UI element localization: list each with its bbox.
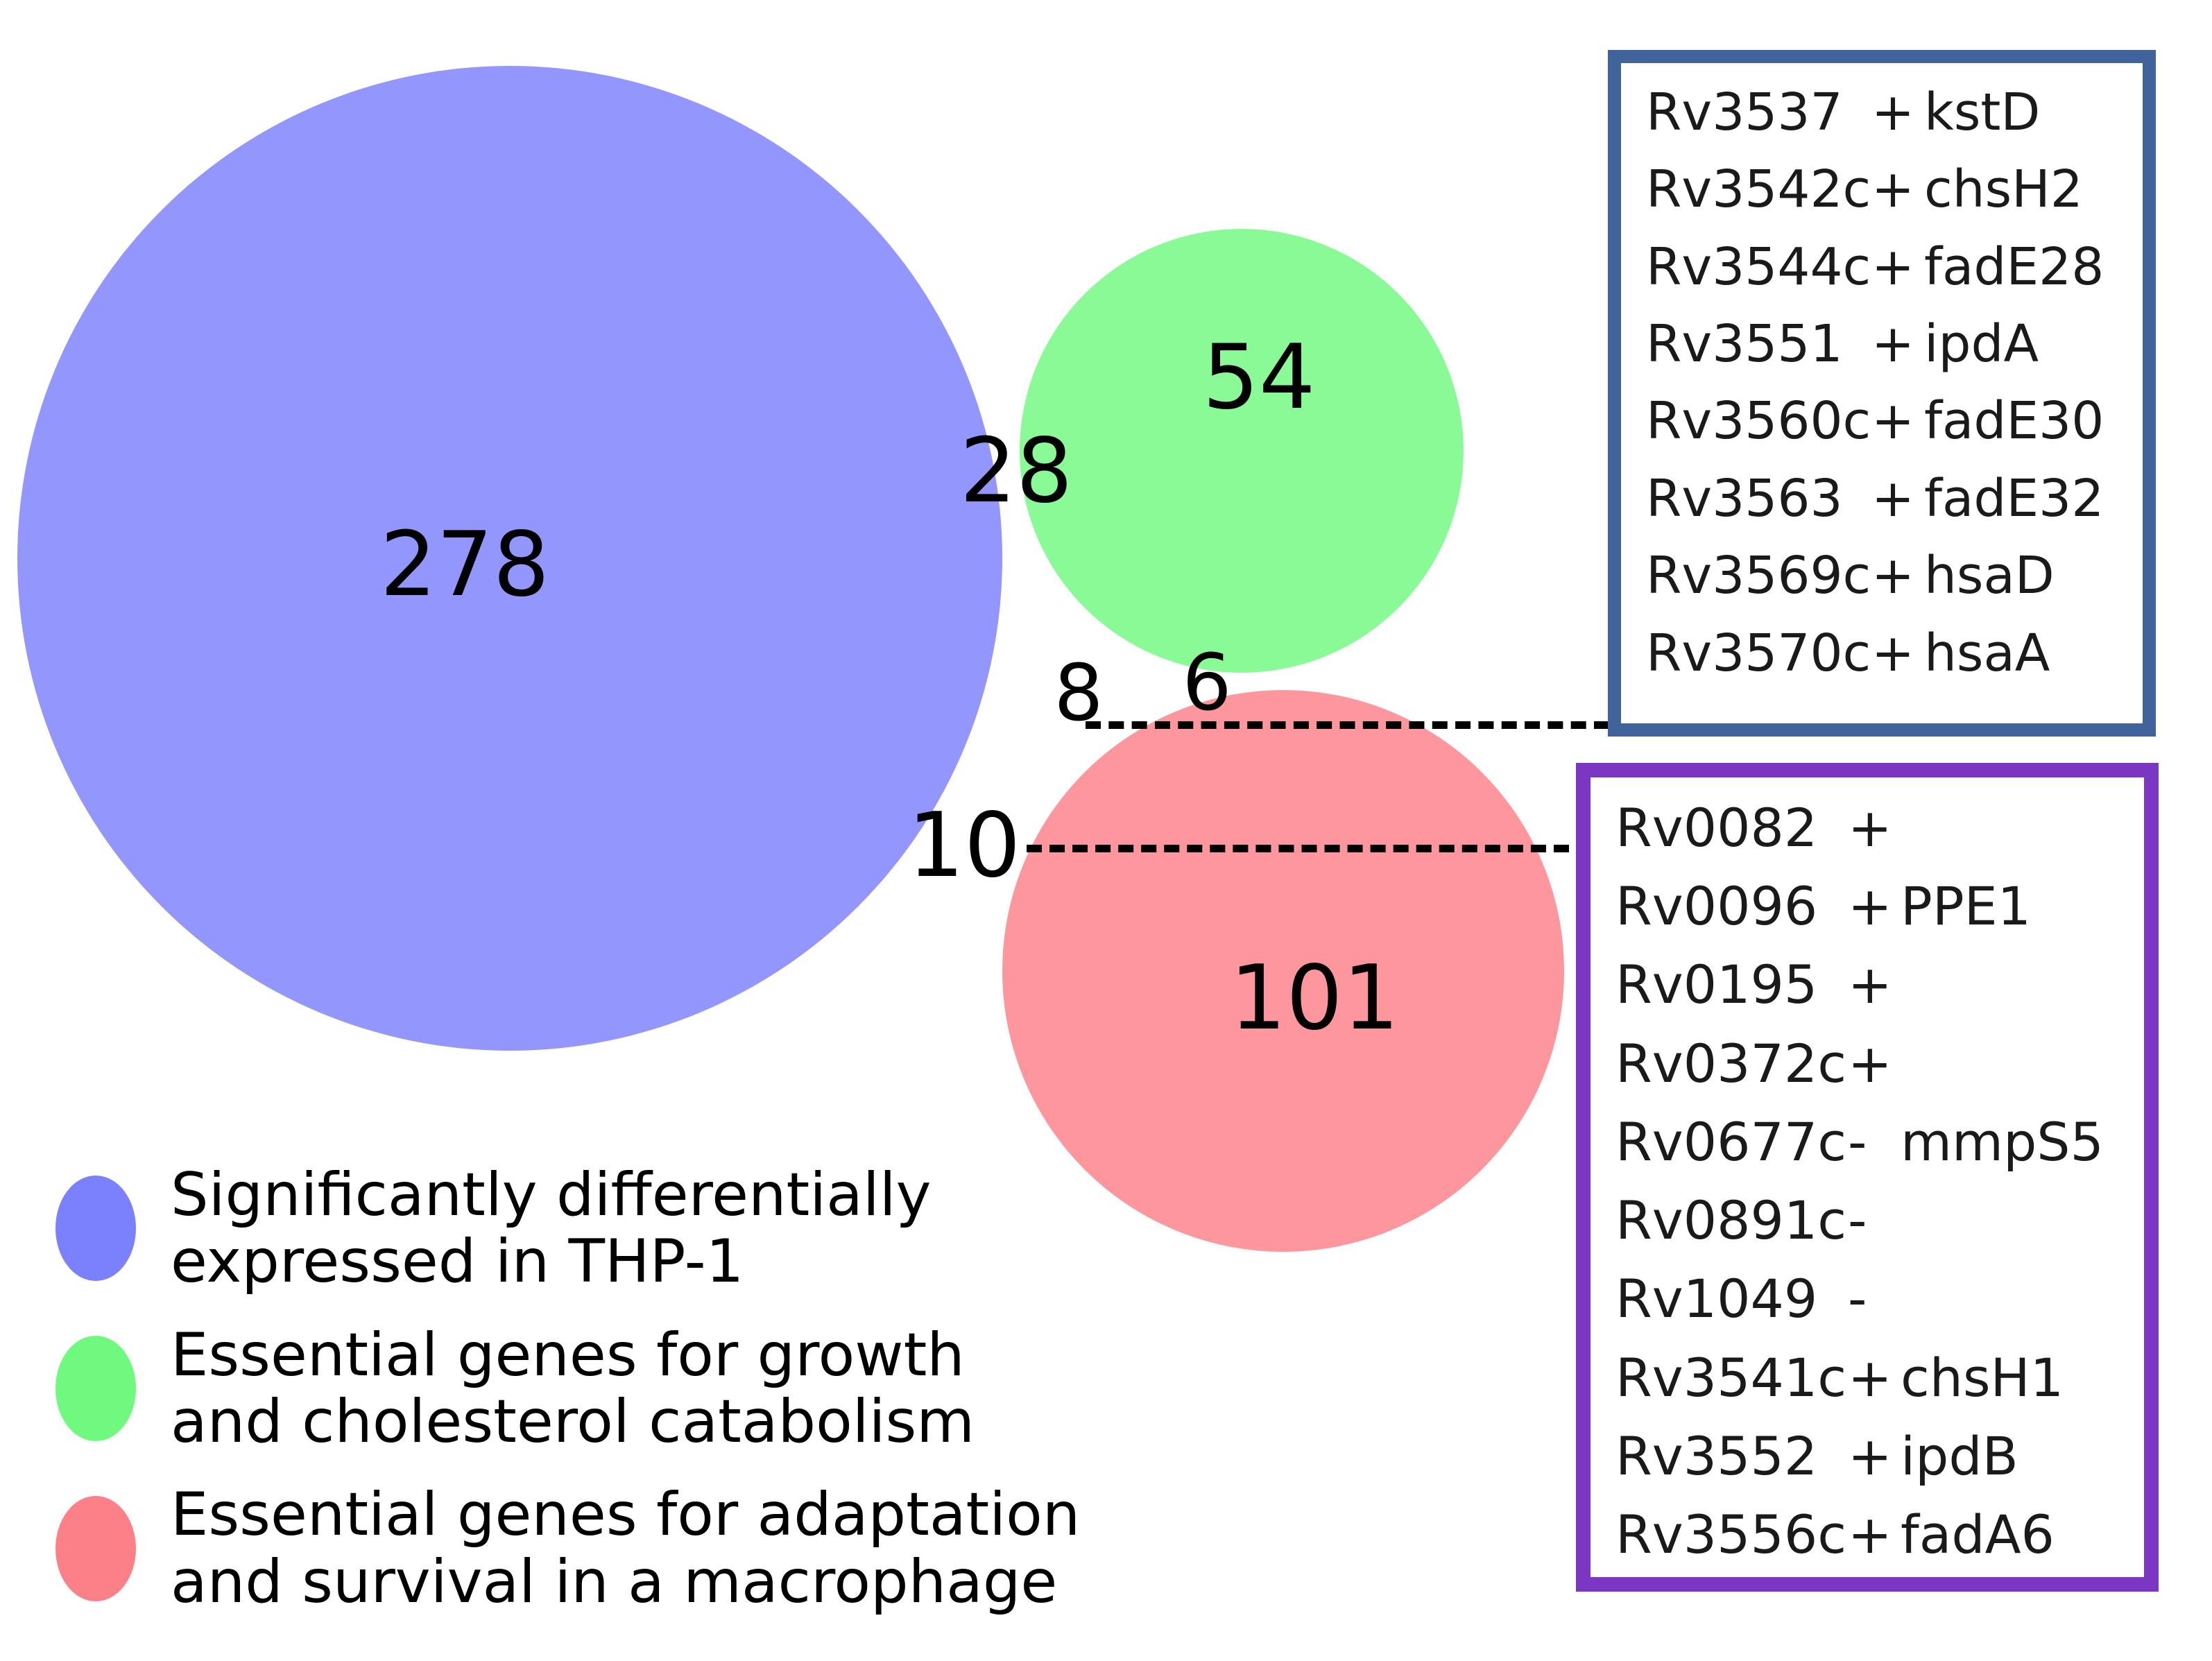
gene-row: Rv3570c + hsaA [1646,615,2143,692]
gene-sign: + [1871,468,1915,528]
connector-line-blue-red-overlap [1027,845,1592,852]
gene-row: Rv3551 + ipdA [1646,306,2143,383]
gene-row: Rv0891c - [1615,1181,2144,1259]
gene-sign: + [1848,797,1892,859]
gene-id: Rv3570c [1646,623,1871,683]
gene-id: Rv0096 [1615,875,1818,938]
venn-circle-macrophage [1002,690,1564,1252]
venn-count-cholesterol-only: 54 [1202,326,1316,429]
connector-line-triple-overlap [1086,721,1609,729]
gene-sign: + [1871,314,1915,375]
gene-id: Rv3542c [1646,160,1871,220]
venn-count-thp1-only: 278 [379,513,550,617]
legend-label-thp1: Significantly differentially expressed i… [171,1160,932,1297]
legend-item-macrophage: Essential genes for adaptation and survi… [55,1481,1235,1615]
gene-list-box-triple-overlap: Rv3537 + kstD Rv3542c + chsH2 Rv3544c + … [1608,50,2156,737]
gene-row: Rv3563 + fadE32 [1646,461,2143,537]
legend-item-thp1: Significantly differentially expressed i… [55,1162,1235,1296]
gene-id: Rv0891c [1615,1189,1846,1252]
gene-name: kstD [1924,83,2041,142]
legend-swatch-macrophage [55,1495,136,1601]
gene-sign: + [1848,875,1892,938]
gene-name: chsH1 [1901,1346,2064,1409]
gene-sign: + [1871,546,1915,606]
legend-label-cholesterol: Essential genes for growth and cholester… [171,1320,975,1456]
legend-item-cholesterol: Essential genes for growth and cholester… [55,1322,1235,1456]
gene-id: Rv3563 [1646,468,1843,528]
gene-name: fadA6 [1901,1504,2055,1566]
gene-name: mmpS5 [1901,1110,2104,1173]
gene-id: Rv0677c [1615,1110,1846,1173]
gene-name: fadE32 [1924,468,2104,528]
venn-count-macrophage-only: 101 [1229,947,1400,1050]
gene-name: fadE28 [1924,236,2104,297]
gene-name: fadE30 [1924,391,2104,451]
legend-swatch-cholesterol [55,1335,136,1441]
gene-id: Rv3541c [1615,1346,1846,1409]
gene-id: Rv1049 [1615,1268,1818,1330]
gene-sign: + [1871,236,1915,297]
gene-sign: + [1848,1346,1892,1409]
gene-name: ipdB [1901,1425,2018,1487]
venn-count-triple: 8 [1054,648,1104,739]
legend-label-macrophage: Essential genes for adaptation and survi… [171,1480,1081,1617]
gene-row: Rv0096 + PPE1 [1615,867,2144,945]
gene-name: PPE1 [1901,875,2032,938]
gene-name: hsaD [1924,546,2055,606]
venn-circle-thp1 [17,66,1002,1051]
gene-row: Rv3556c + fadA6 [1615,1495,2144,1574]
venn-count-cholesterol-macrophage: 6 [1182,638,1232,728]
gene-sign: + [1848,1425,1892,1487]
gene-row: Rv0372c + [1615,1024,2144,1103]
gene-sign: + [1848,954,1892,1016]
gene-id: Rv3537 [1646,83,1843,142]
gene-sign: + [1871,623,1915,683]
gene-list-box-blue-red-overlap: Rv0082 + Rv0096 + PPE1 Rv0195 + Rv0372c … [1576,763,2159,1592]
gene-row: Rv3544c + fadE28 [1646,229,2143,306]
gene-row: Rv0677c - mmpS5 [1615,1103,2144,1181]
gene-sign: - [1848,1268,1867,1330]
gene-id: Rv3551 [1646,314,1843,375]
gene-id: Rv3556c [1615,1504,1846,1566]
gene-list-triple-overlap: Rv3537 + kstD Rv3542c + chsH2 Rv3544c + … [1621,63,2143,692]
gene-row: Rv0082 + [1615,789,2144,867]
gene-name: chsH2 [1924,160,2083,220]
legend-swatch-thp1 [55,1176,136,1282]
gene-name: hsaA [1924,623,2050,683]
gene-row: Rv3541c + chsH1 [1615,1339,2144,1417]
gene-sign: + [1871,83,1915,142]
gene-id: Rv0195 [1615,954,1818,1016]
venn-circle-cholesterol [1020,229,1464,673]
gene-id: Rv0082 [1615,797,1818,859]
venn-count-thp1-macrophage: 10 [907,794,1021,897]
gene-id: Rv0372c [1615,1032,1846,1094]
gene-id: Rv3552 [1615,1425,1818,1487]
gene-sign: + [1871,160,1915,220]
legend: Significantly differentially expressed i… [55,1162,1235,1642]
gene-row: Rv0195 + [1615,945,2144,1024]
gene-id: Rv3569c [1646,546,1871,606]
venn-diagram [17,66,1564,1252]
venn-count-thp1-cholesterol: 28 [959,420,1073,523]
gene-sign: + [1848,1032,1892,1094]
gene-sign: - [1848,1189,1867,1252]
gene-row: Rv3552 + ipdB [1615,1417,2144,1495]
gene-name: ipdA [1924,314,2039,375]
gene-row: Rv1049 - [1615,1259,2144,1338]
gene-id: Rv3560c [1646,391,1871,451]
gene-row: Rv3560c + fadE30 [1646,383,2143,460]
gene-sign: - [1848,1110,1867,1173]
gene-sign: + [1871,391,1915,451]
gene-sign: + [1848,1504,1892,1566]
gene-row: Rv3537 + kstD [1646,74,2143,151]
gene-row: Rv3542c + chsH2 [1646,151,2143,228]
gene-row: Rv3569c + hsaD [1646,537,2143,614]
gene-id: Rv3544c [1646,236,1871,297]
gene-list-blue-red-overlap: Rv0082 + Rv0096 + PPE1 Rv0195 + Rv0372c … [1591,777,2144,1574]
